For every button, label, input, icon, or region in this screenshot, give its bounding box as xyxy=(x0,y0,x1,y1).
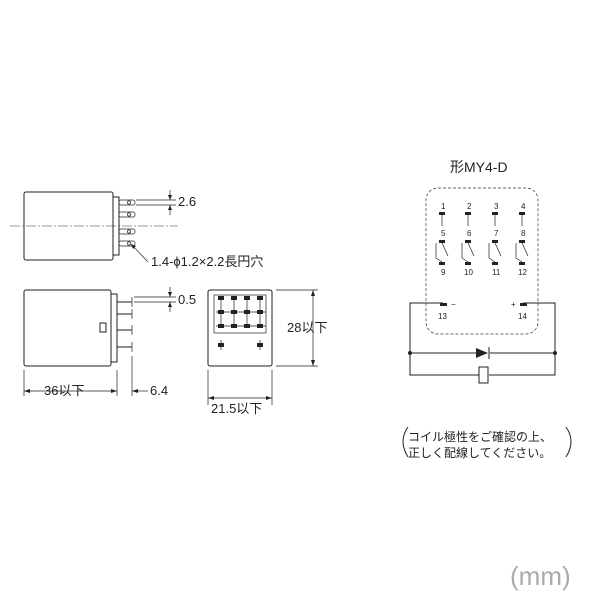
svg-text:13: 13 xyxy=(438,312,447,321)
svg-text:14: 14 xyxy=(518,312,527,321)
svg-text:−: − xyxy=(451,300,456,309)
pin-grid xyxy=(216,296,266,350)
svg-text:6: 6 xyxy=(467,229,472,238)
unit-label: (mm) xyxy=(510,561,571,591)
svg-text:2: 2 xyxy=(467,202,472,211)
dim-28: 28以下 xyxy=(276,289,327,367)
dim-label-width: 21.5以下 xyxy=(211,401,262,416)
svg-text:10: 10 xyxy=(464,268,473,277)
contact-3-7-11: 3 7 11 xyxy=(488,202,502,277)
relay-body-bottom xyxy=(207,289,273,367)
dim-2.6: 2.6 xyxy=(136,190,196,215)
svg-text:12: 12 xyxy=(518,268,527,277)
dim-label-height: 28以下 xyxy=(287,320,327,335)
contact-4-8-12: 4 8 12 xyxy=(515,202,529,277)
pin-base-bottom xyxy=(110,293,118,363)
diagram-title: 形MY4-D xyxy=(450,159,508,175)
side-view-bottom: 0.5 36以下 6.4 xyxy=(23,287,196,398)
svg-text:8: 8 xyxy=(521,229,526,238)
svg-text:7: 7 xyxy=(494,229,499,238)
coil-circuit xyxy=(408,302,557,384)
dim-36: 36以下 6.4 xyxy=(23,356,168,398)
relay-body-front xyxy=(23,289,112,367)
polarity-note: コイル極性をご確認の上、 正しく配線してください。 xyxy=(402,426,572,460)
coil-icon xyxy=(478,366,489,384)
note-line-2: 正しく配線してください。 xyxy=(408,445,551,460)
svg-text:9: 9 xyxy=(441,268,446,277)
terminal-diagram: 形MY4-D 1 5 9 2 6 xyxy=(402,159,572,460)
svg-text:4: 4 xyxy=(521,202,526,211)
pin-grid-frame xyxy=(213,294,267,334)
dim-label-pin-offset: 0.5 xyxy=(178,292,196,307)
contact-set: 1 5 9 2 6 10 3 xyxy=(435,202,529,277)
bottom-view: 21.5以下 28以下 xyxy=(207,289,327,416)
svg-text:5: 5 xyxy=(441,229,446,238)
diode-icon xyxy=(476,348,488,358)
dim-21.5: 21.5以下 xyxy=(207,370,273,416)
svg-text:1: 1 xyxy=(441,202,446,211)
note-line-1: コイル極性をご確認の上、 xyxy=(408,429,552,444)
pin-terminals xyxy=(118,199,136,247)
terminal-outline xyxy=(425,187,539,335)
side-view-top: 2.6 1.4-ϕ1.2×2.2長円穴 xyxy=(10,190,263,269)
pin-base xyxy=(112,196,120,256)
dim-label-pin-pitch: 2.6 xyxy=(178,194,196,209)
dim-label-length: 36以下 xyxy=(44,383,84,398)
dim-0.5: 0.5 xyxy=(134,287,196,312)
coil-terminals: − 13 + 14 xyxy=(438,300,527,321)
dim-hole: 1.4-ϕ1.2×2.2長円穴 xyxy=(130,243,263,269)
pin-tab xyxy=(99,322,107,333)
dim-label-pin-length: 6.4 xyxy=(150,383,168,398)
svg-text:11: 11 xyxy=(492,268,501,277)
dim-label-hole-spec: 1.4-ϕ1.2×2.2長円穴 xyxy=(151,254,263,269)
svg-text:3: 3 xyxy=(494,202,499,211)
pin-lines xyxy=(117,297,133,352)
contact-2-6-10: 2 6 10 xyxy=(461,202,475,277)
contact-1-5-9: 1 5 9 xyxy=(435,202,449,277)
svg-text:+: + xyxy=(511,300,516,309)
